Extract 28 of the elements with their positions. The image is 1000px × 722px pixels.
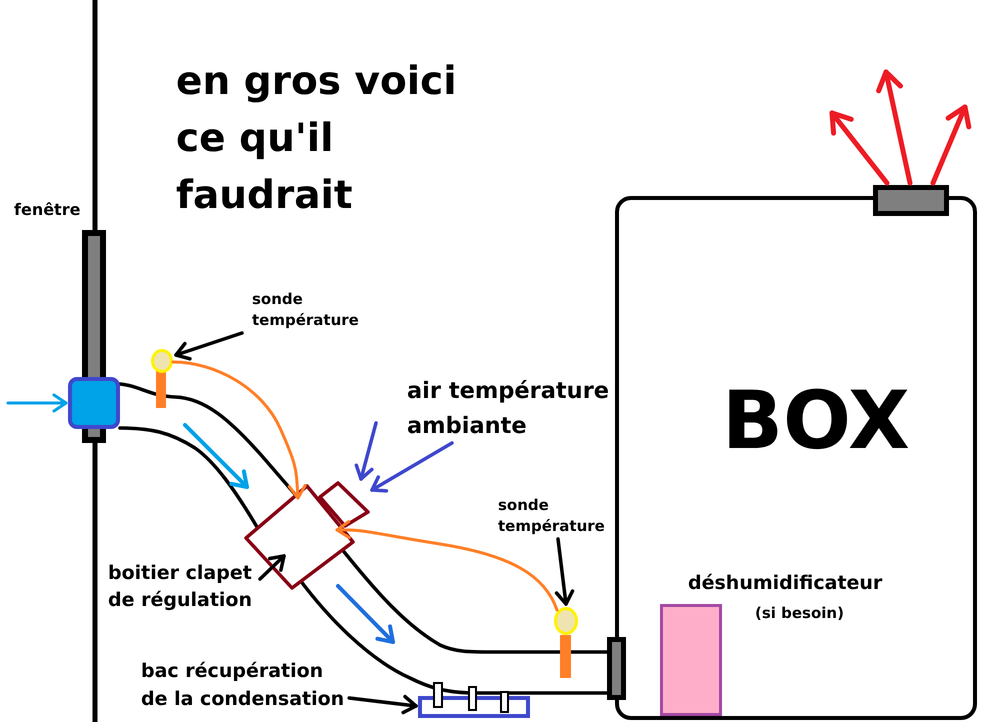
- enclosure-box: [615, 196, 977, 720]
- probe-label: sonde température: [498, 495, 605, 537]
- component-label: déshumidificateur: [688, 572, 882, 595]
- leader-arrow: [174, 331, 244, 361]
- airflow-arrow: [354, 421, 378, 481]
- component-label: boitier clapet de régulation: [108, 560, 252, 614]
- exhaust-arrow: [876, 70, 912, 186]
- temperature-probe: [150, 348, 174, 374]
- damper-flap: [317, 480, 371, 529]
- leader-arrow: [554, 537, 574, 606]
- exhaust-arrow: [830, 110, 890, 186]
- note-text: (si besoin): [755, 603, 844, 623]
- window-label: fenêtre: [14, 200, 80, 220]
- temperature-probe: [553, 606, 579, 636]
- airflow-arrow: [6, 394, 68, 412]
- probe-label: sonde température: [252, 289, 359, 331]
- exhaust-vent: [873, 185, 949, 216]
- annotation-text: air température ambiante: [407, 374, 610, 444]
- enclosure-title: BOX: [722, 381, 910, 461]
- leader-arrow: [258, 554, 286, 581]
- leader-arrow: [347, 694, 418, 714]
- sensor-wire: [336, 520, 558, 612]
- component-label: bac récupération de la condensation: [141, 657, 344, 713]
- exhaust-arrow: [930, 104, 972, 186]
- diagram-title: en gros voici ce qu'il faudrait: [176, 58, 457, 220]
- airflow-arrow: [370, 441, 454, 493]
- sensor-wire: [172, 360, 307, 500]
- intake-vent: [68, 377, 120, 429]
